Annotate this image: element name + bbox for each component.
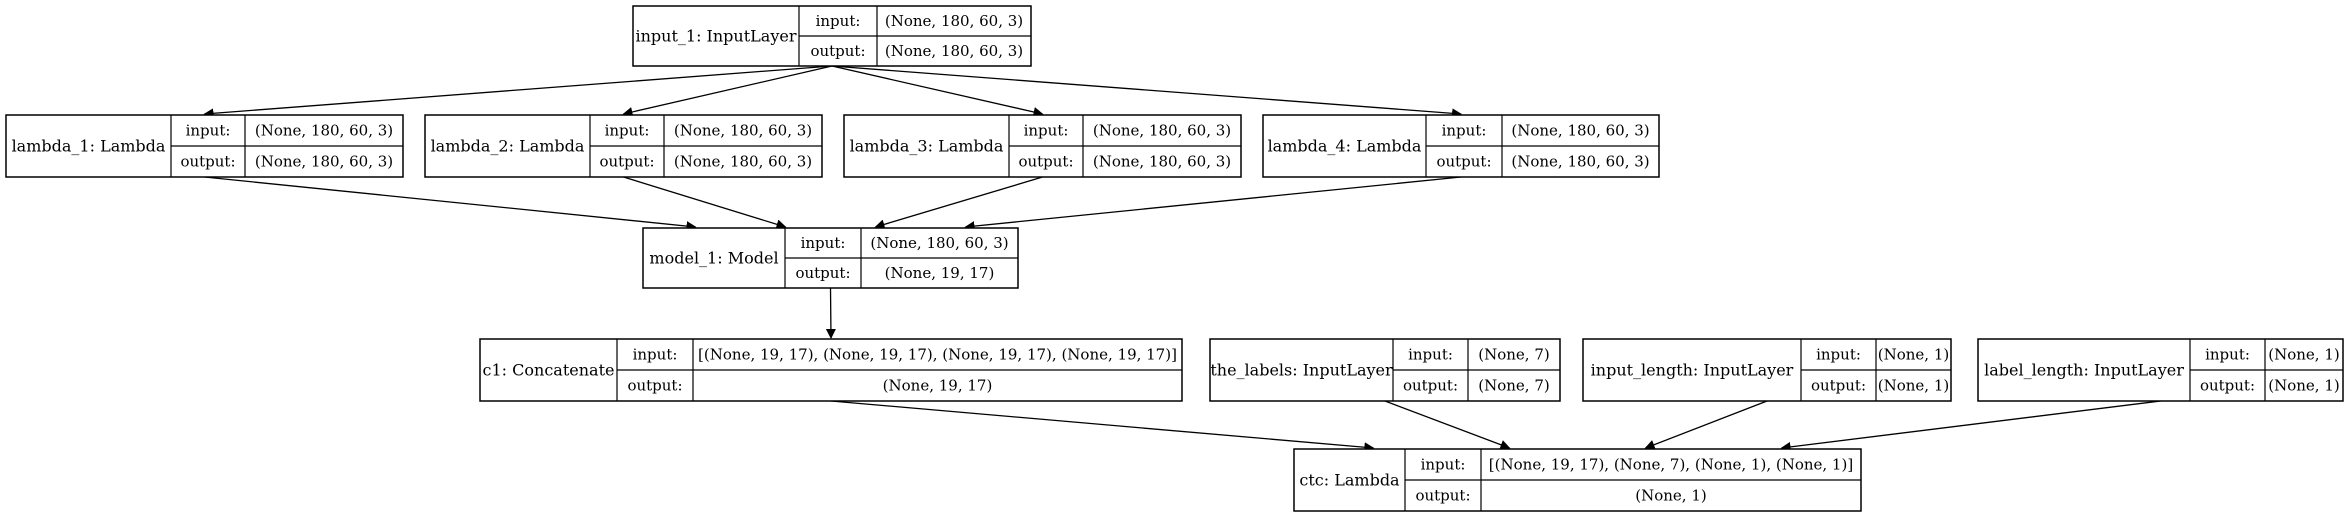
input-shape: (None, 180, 60, 3) (885, 12, 1023, 30)
layer-node-lambda-4: lambda_4: Lambda input: output: (None, 180,… (1262, 114, 1660, 178)
input-label: input: (801, 234, 846, 252)
output-shape: (None, 1) (1635, 487, 1706, 505)
output-label: output: (1811, 377, 1866, 395)
edge-input-1-to-lambda-1 (203, 65, 833, 119)
input-label: input: (633, 346, 678, 364)
input-shape: (None, 1) (2268, 346, 2339, 364)
layer-node-model-1: model_1: Model input: output: (None, 180, 6… (642, 227, 1019, 289)
input-label: input: (1442, 122, 1487, 140)
input-label: input: (2205, 346, 2250, 364)
edge-label-length-to-ctc (1780, 400, 2161, 452)
input-shape: (None, 180, 60, 3) (1093, 122, 1231, 140)
output-shape: (None, 180, 60, 3) (885, 42, 1023, 60)
edge-lambda-2-to-model-1 (623, 176, 787, 230)
layer-name: lambda_3: Lambda (850, 137, 1004, 156)
layer-node-c1: c1: Concatenate input: output: [(None, 19, … (479, 338, 1183, 402)
layer-node-input-1: input_1: InputLayer input: output: (None, 1… (632, 5, 1032, 67)
edge-lambda-3-to-model-1 (874, 176, 1043, 230)
input-label: input: (1024, 122, 1069, 140)
input-label: input: (605, 122, 650, 140)
layer-name: lambda_4: Lambda (1268, 137, 1422, 156)
input-label: input: (1408, 346, 1453, 364)
edge-lambda-1-to-model-1 (204, 176, 697, 232)
output-shape: (None, 180, 60, 3) (255, 153, 393, 171)
layer-name: the_labels: InputLayer (1210, 361, 1393, 380)
edge-input-1-to-lambda-2 (622, 65, 833, 117)
layer-node-lambda-1: lambda_1: Lambda input: output: (None, 180,… (5, 114, 404, 178)
layer-name: label_length: InputLayer (1984, 361, 2184, 380)
layer-name: c1: Concatenate (483, 361, 615, 380)
layer-name: input_length: InputLayer (1591, 361, 1794, 380)
output-shape: (None, 180, 60, 3) (1511, 153, 1649, 171)
layer-node-ctc: ctc: Lambda input: output: [(None, 19, 17),… (1293, 448, 1862, 512)
layer-node-label-length: label_length: InputLayer input: output: (No… (1977, 338, 2344, 402)
output-shape: (None, 180, 60, 3) (1093, 153, 1231, 171)
input-shape: (None, 180, 60, 3) (1511, 122, 1649, 140)
layer-node-the-labels: the_labels: InputLayer input: output: (None… (1209, 338, 1561, 402)
layer-name: lambda_2: Lambda (431, 137, 585, 156)
output-label: output: (1403, 377, 1458, 395)
input-label: input: (1421, 456, 1466, 474)
output-label: output: (1436, 153, 1491, 171)
output-shape: (None, 1) (2268, 377, 2339, 395)
output-label: output: (810, 42, 865, 60)
input-shape: (None, 1) (1878, 346, 1949, 364)
input-label: input: (186, 122, 231, 140)
edge-the-labels-to-ctc (1384, 400, 1511, 450)
edge-input-length-to-ctc (1644, 400, 1768, 450)
input-shape: (None, 180, 60, 3) (255, 122, 393, 140)
input-shape: (None, 180, 60, 3) (674, 122, 812, 140)
input-shape: (None, 7) (1478, 346, 1549, 364)
input-shape: [(None, 19, 17), (None, 19, 17), (None, … (698, 346, 1177, 364)
layer-node-input-length: input_length: InputLayer input: output: (No… (1582, 338, 1952, 402)
layer-name: lambda_1: Lambda (12, 137, 166, 156)
layer-name: model_1: Model (649, 249, 778, 268)
output-label: output: (2200, 377, 2255, 395)
input-label: input: (816, 12, 861, 30)
output-label: output: (1018, 153, 1073, 171)
layer-node-lambda-3: lambda_3: Lambda input: output: (None, 180,… (843, 114, 1242, 178)
edge-input-1-to-lambda-3 (831, 65, 1044, 117)
edge-c1-to-ctc (830, 400, 1375, 453)
output-shape: (None, 1) (1878, 377, 1949, 395)
output-shape: (None, 19, 17) (885, 264, 995, 282)
output-label: output: (1415, 487, 1470, 505)
input-shape: (None, 180, 60, 3) (870, 234, 1008, 252)
output-label: output: (599, 153, 654, 171)
output-shape: (None, 19, 17) (883, 377, 993, 395)
edge-lambda-4-to-model-1 (964, 176, 1462, 232)
layer-node-lambda-2: lambda_2: Lambda input: output: (None, 180,… (424, 114, 823, 178)
output-label: output: (180, 153, 235, 171)
layer-name: ctc: Lambda (1299, 471, 1400, 490)
output-shape: (None, 7) (1478, 377, 1549, 395)
output-label: output: (795, 264, 850, 282)
edge-model-1-to-c1 (825, 287, 836, 339)
edge-input-1-to-lambda-4 (831, 65, 1462, 119)
output-label: output: (627, 377, 682, 395)
input-label: input: (1816, 346, 1861, 364)
output-shape: (None, 180, 60, 3) (674, 153, 812, 171)
layer-name: input_1: InputLayer (636, 27, 797, 46)
input-shape: [(None, 19, 17), (None, 7), (None, 1), (… (1489, 456, 1853, 474)
